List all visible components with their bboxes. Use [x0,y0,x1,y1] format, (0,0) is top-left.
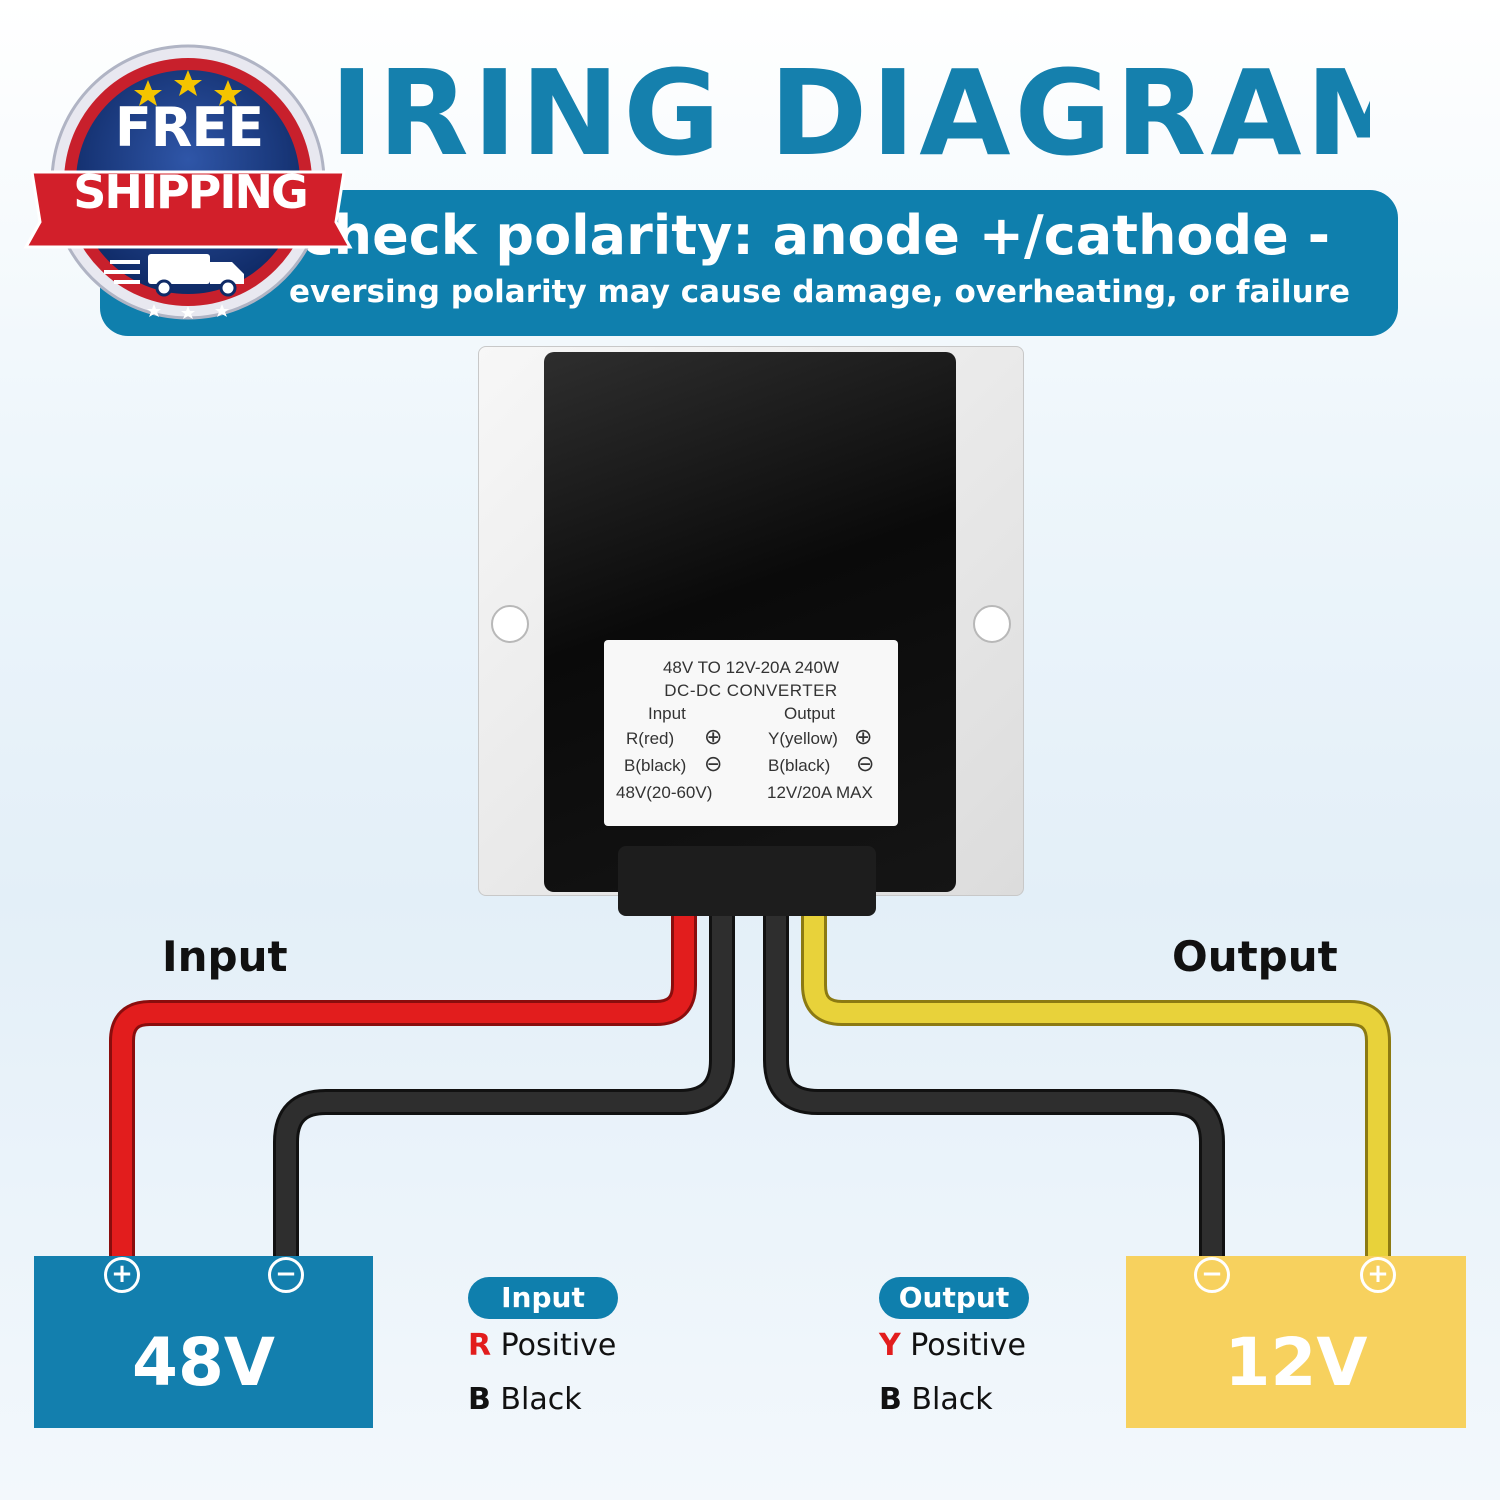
minus-terminal-icon: − [268,1257,304,1293]
label-type: DC-DC CONVERTER [664,681,838,700]
delivery-truck-icon [104,254,244,297]
badge-free-text: FREE [114,96,264,159]
mounting-hole-left [491,605,529,643]
plus-symbol-icon: ⊕ [704,724,723,749]
label-input-positive: R(red) [626,729,675,748]
badge-shipping-text: SHIPPING [73,165,309,219]
legend-output-negative: B Black [879,1382,993,1417]
legend-output-positive: Y Positive [879,1328,1026,1363]
minus-terminal-icon: − [1194,1257,1230,1293]
polarity-check-text: check polarity: anode +/cathode - [301,204,1330,267]
battery-12v-label: 12V [1224,1323,1368,1401]
black-output-wire [763,887,1225,1275]
minus-symbol-icon: ⊖ [704,751,723,776]
polarity-warning-text: eversing polarity may cause damage, over… [289,274,1350,310]
label-output-heading: Output [784,704,836,723]
mounting-hole-right [973,605,1011,643]
label-output-positive: Y(yellow) [768,729,838,748]
battery-48v-label: 48V [132,1323,275,1401]
output-side-label: Output [1172,932,1338,981]
cable-strain-relief [618,846,876,916]
minus-symbol-icon: ⊖ [856,751,875,776]
label-input-range: 48V(20-60V) [616,783,713,802]
converter-label: 48V TO 12V-20A 240W DC-DC CONVERTER Inpu… [604,640,898,826]
free-shipping-badge [23,44,353,320]
legend-input-negative: B Black [468,1382,582,1417]
battery-48v: 48V [34,1256,373,1428]
plus-symbol-icon: ⊕ [854,724,873,749]
label-output-range: 12V/20A MAX [767,783,873,802]
page-title: IRING DIAGRAM [330,48,1370,178]
label-model: 48V TO 12V-20A 240W [662,658,840,677]
plus-terminal-icon: + [104,1257,140,1293]
label-input-negative: B(black) [624,756,687,775]
plus-terminal-icon: + [1360,1257,1396,1293]
legend-input-title: Input [468,1277,618,1319]
legend-output-title: Output [879,1277,1029,1319]
input-side-label: Input [162,932,288,981]
label-output-negative: B(black) [768,756,831,775]
black-input-wire [273,887,735,1275]
label-input-heading: Input [648,704,686,723]
legend-input-positive: R Positive [468,1328,617,1363]
battery-12v: 12V [1126,1256,1466,1428]
